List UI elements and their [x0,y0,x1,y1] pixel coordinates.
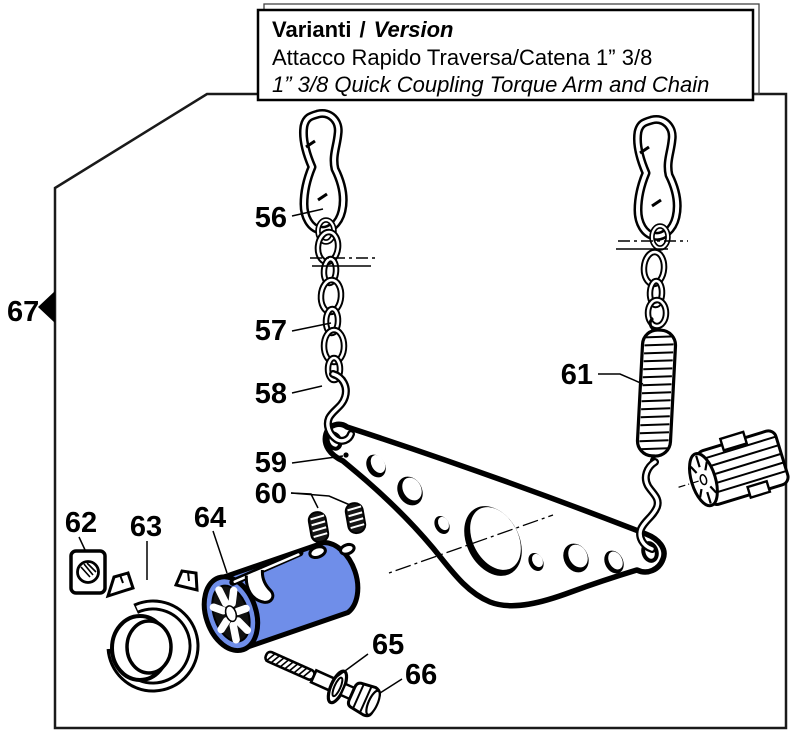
s-hook-right [636,458,662,553]
right-carabiner [637,119,677,248]
right-chain [616,240,688,330]
s-hook-left [323,370,355,445]
square-nut [69,549,107,595]
callout-59: 59 [255,447,287,479]
callout-numbers: 56 57 58 59 60 61 62 63 64 65 66 67 [7,202,593,691]
frame-border [53,92,788,730]
left-chain [310,228,378,384]
header-box [256,8,755,102]
frame-marker-arrow [38,291,55,323]
callout-63: 63 [130,511,162,543]
detent-spring-left [307,511,330,544]
callout-62: 62 [65,507,97,539]
callout-61: 61 [561,359,593,391]
callout-60: 60 [255,478,287,510]
header-subtitle-english: 1” 3/8 Quick Coupling Torque Arm and Cha… [272,72,709,97]
plate-holes [366,454,624,576]
detent-spring-right [344,502,367,535]
sleeve-hole [308,545,327,559]
callout-58: 58 [255,378,287,410]
callout-65: 65 [372,629,404,661]
splined-shaft-stub [678,429,790,508]
clamp-bracket [105,569,200,693]
torque-arm-plate [322,421,667,609]
assembly-axis-line [388,514,554,574]
header-subtitle-italian: Attacco Rapido Traversa/Catena 1” 3/8 [272,45,652,70]
callout-64: 64 [194,502,226,534]
tension-spring [635,316,678,468]
quick-coupling-sleeve [201,540,361,654]
variant-header-box: Varianti/Version Attacco Rapido Traversa… [256,3,760,102]
leader-lines [38,208,644,694]
callout-57: 57 [255,315,287,347]
leader-dot [343,452,349,458]
callout-56: 56 [255,202,287,234]
sleeve-hole [339,542,356,556]
callout-67: 67 [7,296,39,328]
left-carabiner [303,113,343,242]
callout-66: 66 [405,659,437,691]
header-title: Varianti/Version [272,17,454,42]
bolt-assembly [264,650,382,718]
sleeve-latch [244,569,275,604]
